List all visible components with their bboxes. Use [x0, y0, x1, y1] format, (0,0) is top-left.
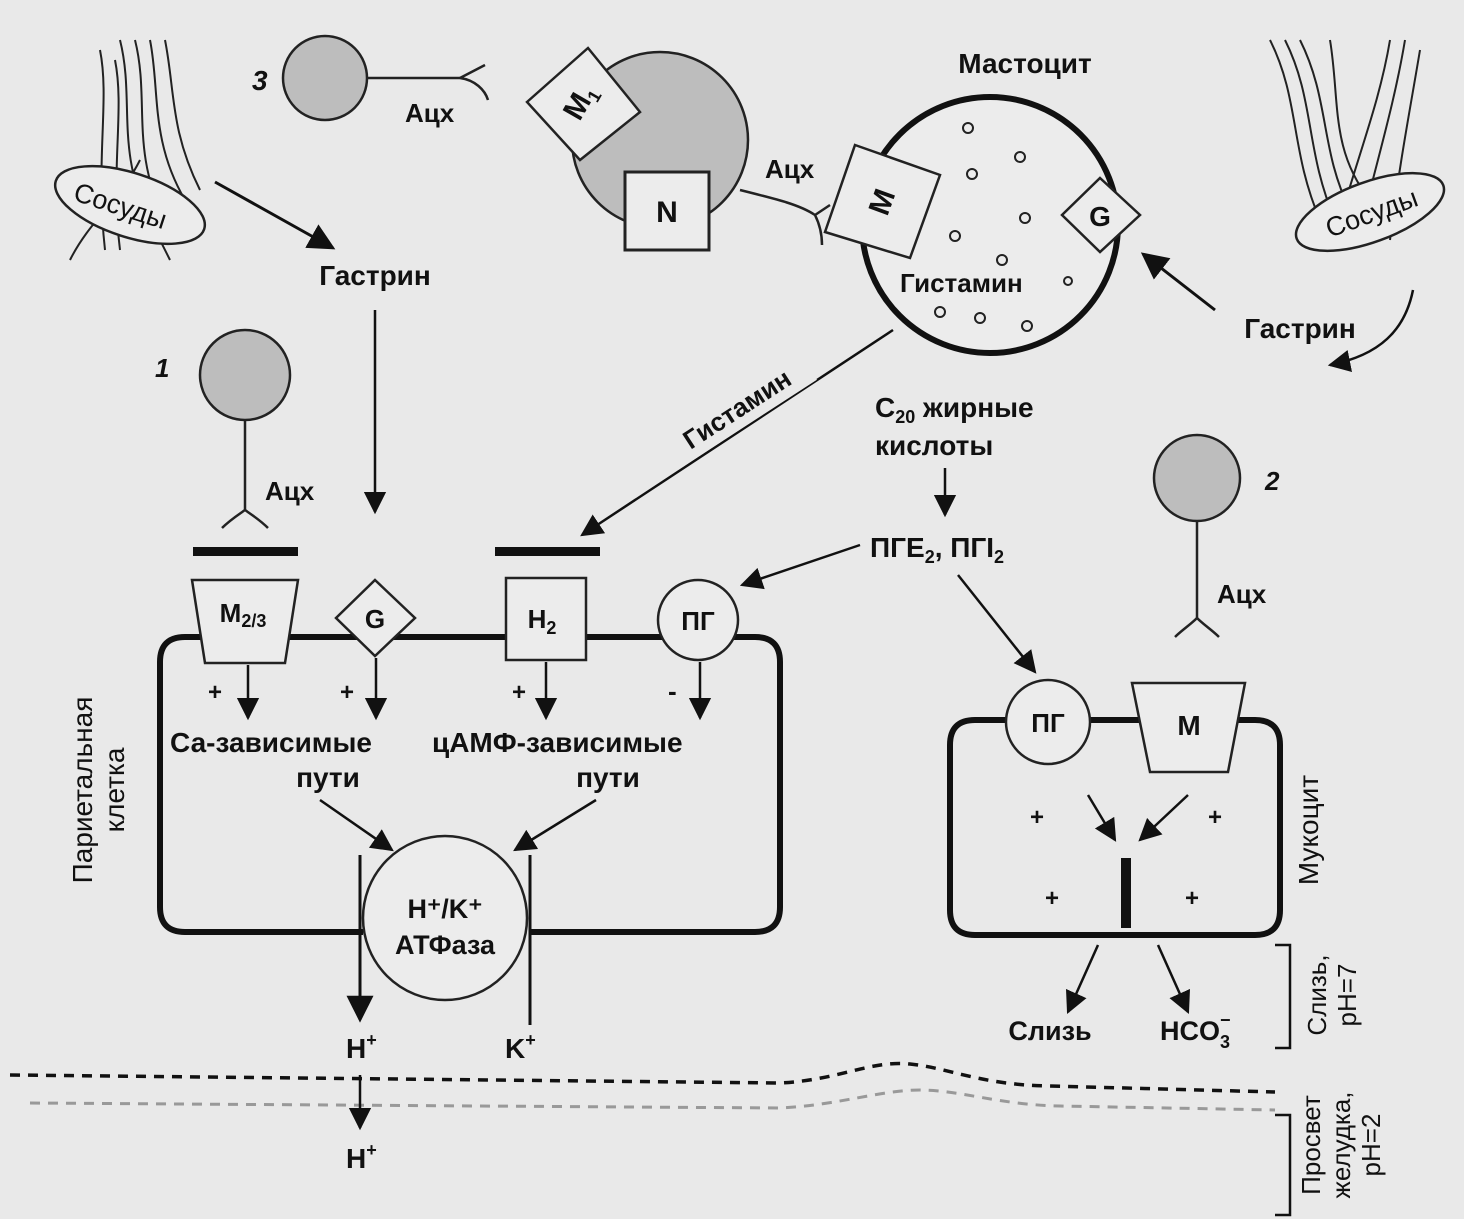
gastrin-to-mast-g-arrow [1143, 254, 1215, 310]
mast-cell-title: Мастоцит [958, 48, 1091, 79]
camp-pathways-label: цАМФ-зависимые [432, 727, 683, 758]
histamine-arrow-label: Гистамин [677, 363, 796, 455]
h-out-label: H+ [346, 1030, 377, 1064]
gastrin-left-label: Гастрин [319, 260, 431, 291]
lumen-label-1: Просвет [1296, 1095, 1326, 1195]
muco-plus-3: + [1045, 885, 1059, 912]
lumen-boundary-line [30, 1090, 1275, 1110]
hco3-label: HCO3− [1160, 1010, 1231, 1052]
k-in-label: K+ [505, 1030, 536, 1064]
lumen-label-3: pH=2 [1356, 1114, 1386, 1177]
hco3-arrow [1158, 945, 1188, 1012]
mucus-label: Слизь [1008, 1016, 1091, 1046]
muco-plus-4: + [1185, 885, 1199, 912]
ganglion-axon [740, 190, 830, 245]
muco-pg-arrow [1088, 795, 1115, 840]
h-lumen-label: H+ [346, 1140, 377, 1174]
neuron-3-terminal-icon [460, 65, 488, 100]
ach-label-neuron-1: Ацх [265, 476, 315, 506]
vessels-to-gastrin-arrow [215, 182, 333, 248]
n-receptor-label: N [656, 196, 678, 229]
vessels-left-icon [46, 40, 214, 260]
neuron-3-body [283, 36, 367, 120]
fatty-acids-label-2: кислоты [875, 430, 993, 461]
mast-g-receptor-label: G [1089, 201, 1111, 232]
mucus-arrow [1068, 945, 1098, 1012]
parietal-cell-label-2: клетка [99, 747, 130, 832]
mucus-secretory-bar [1121, 858, 1131, 928]
neuron-1-terminal-icon [222, 510, 268, 528]
fatty-acids-label-1: C20 жирные [875, 392, 1034, 427]
lumen-bracket [1275, 1115, 1290, 1215]
m23-plus: + [208, 679, 222, 706]
ca-pathways-label-2: пути [296, 762, 360, 793]
neuron-1-body [200, 330, 290, 420]
h2-block-bar [495, 547, 600, 556]
pg-receptor-label: ПГ [681, 606, 715, 636]
muco-plus-2: + [1208, 804, 1222, 831]
parietal-cell-label: Париетальная [67, 697, 98, 884]
g-receptor-label: G [365, 604, 385, 634]
ach-label-neuron-2: Ацх [1217, 579, 1267, 609]
neuron-2-number: 2 [1264, 466, 1280, 496]
ca-to-pump-arrow [320, 800, 392, 850]
pg-to-mucocyte-pg-arrow [958, 575, 1035, 672]
mucocyte-m-label: M [1177, 710, 1200, 741]
m23-block-bar [193, 547, 298, 556]
camp-pathways-label-2: пути [576, 762, 640, 793]
mucocyte-pg-label: ПГ [1031, 708, 1065, 738]
camp-to-pump-arrow [515, 800, 596, 850]
neuron-2-terminal-icon [1175, 618, 1219, 637]
mast-histamine-label: Гистамин [900, 268, 1023, 298]
g-plus: + [340, 679, 354, 706]
ach-label-top: Ацх [405, 98, 455, 128]
pg-to-parietal-pg-arrow [742, 545, 860, 585]
pg-minus: - [668, 676, 677, 706]
histamine-to-h2-arrow [582, 330, 893, 535]
neuron-3-number: 3 [252, 65, 268, 96]
proton-pump-label-2: АТФаза [395, 930, 496, 960]
muco-plus-1: + [1030, 804, 1044, 831]
muco-m-arrow [1140, 795, 1188, 840]
h2-plus: + [512, 679, 526, 706]
mucus-layer-label-1: Слизь, [1302, 954, 1332, 1035]
mucus-boundary-line [10, 1063, 1275, 1092]
ach-label-mast: Ацх [765, 154, 815, 184]
proton-pump-label-1: H⁺/K⁺ [407, 894, 482, 924]
gastrin-right-label: Гастрин [1244, 313, 1356, 344]
vessels-right-icon [1270, 40, 1454, 267]
mucus-layer-bracket [1275, 945, 1290, 1048]
mucus-layer-label-2: pH=7 [1332, 964, 1362, 1027]
neuron-2-body [1154, 435, 1240, 521]
neuron-1-number: 1 [155, 353, 169, 383]
ca-pathways-label: Са-зависимые [170, 727, 372, 758]
prostaglandins-label: ПГЕ2, ПГI2 [870, 532, 1004, 567]
mucocyte-label: Мукоцит [1293, 775, 1324, 885]
histamine-granule-icon [1064, 277, 1072, 285]
lumen-label-2: желудка, [1326, 1091, 1356, 1198]
